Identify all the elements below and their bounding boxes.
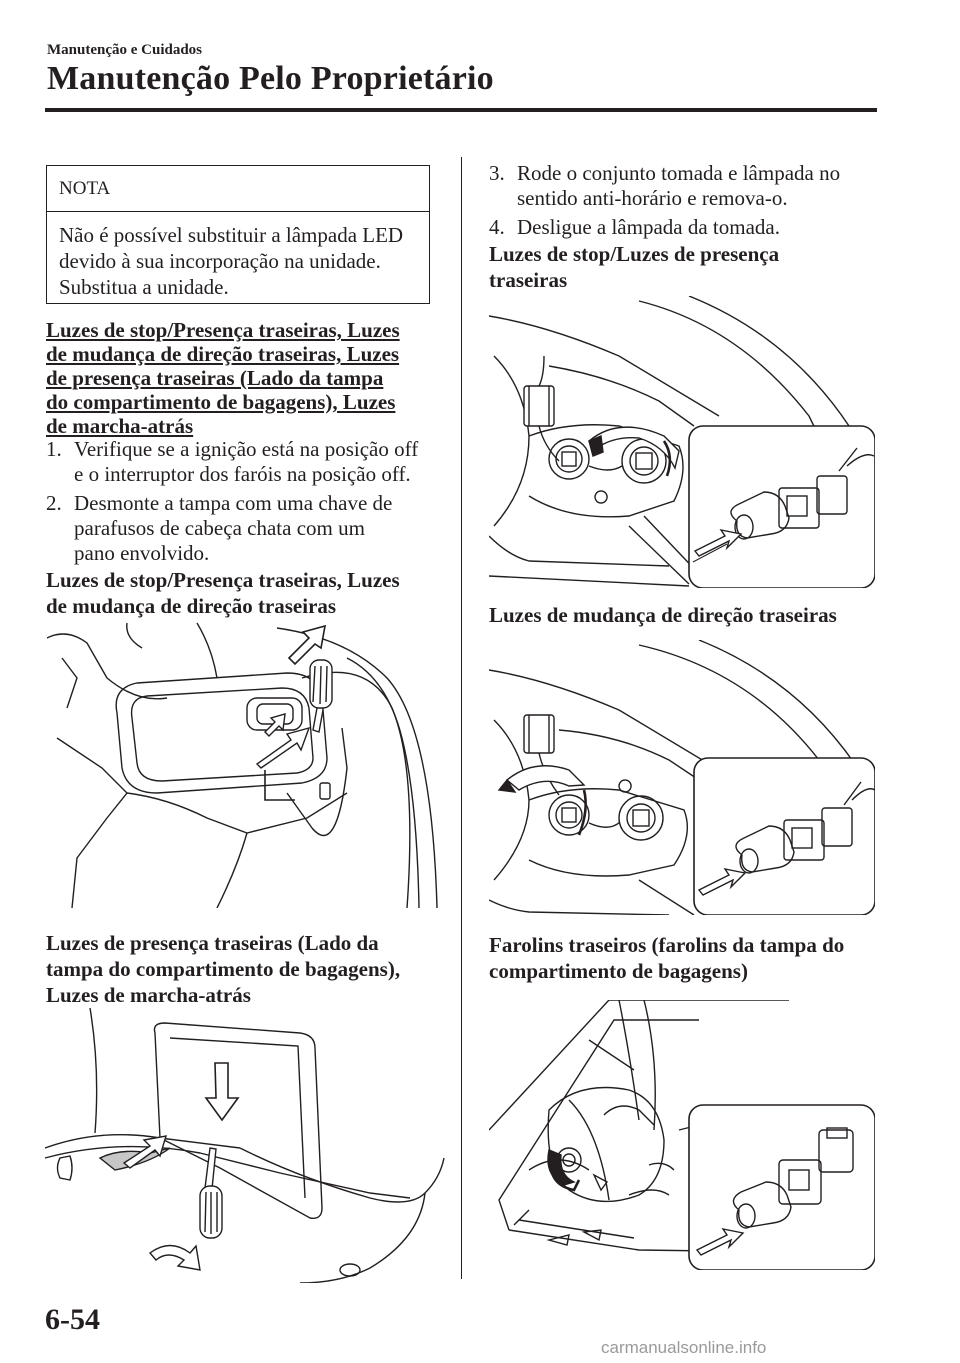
step-text: e o interruptor dos faróis na posição of…	[74, 462, 411, 486]
step-number: 1.	[46, 437, 62, 461]
subheading-line: Luzes de mudança de direção traseiras	[489, 603, 837, 627]
figure-lid-cover	[40, 1008, 445, 1283]
subheading-stop-position: Luzes de stop/Luzes de presença traseira…	[489, 241, 779, 293]
step-4: 4. Desligue a lâmpada da tomada.	[489, 215, 909, 240]
subheading-line: tampa do compartimento de bagagens),	[46, 957, 401, 981]
step-text: Verifique se a ignição está na posição o…	[74, 437, 419, 461]
main-heading-line: de presença traseiras (Lado da tampa	[46, 366, 384, 390]
step-text: sentido anti-horário e remova-o.	[517, 186, 788, 210]
subheading-line: de mudança de direção traseiras	[46, 594, 337, 618]
figure-trunk-lid-bulb	[489, 1000, 875, 1270]
step-1: 1. Verifique se a ignição está na posiçã…	[46, 437, 446, 487]
note-box: NOTA Não é possível substituir a lâmpada…	[46, 165, 430, 304]
subheading-stop-turn: Luzes de stop/Presença traseiras, Luzes …	[46, 567, 400, 619]
main-heading-line: de mudança de direção traseiras, Luzes	[46, 342, 400, 366]
section-label: Manutenção e Cuidados	[47, 42, 203, 58]
step-text: pano envolvido.	[74, 541, 210, 565]
step-text: Rode o conjunto tomada e lâmpada no	[517, 161, 841, 185]
page-number: 6-54	[45, 1303, 100, 1336]
note-text: Não é possível substituir a lâmpada LED …	[59, 223, 404, 299]
subheading-line: compartimento de bagagens)	[489, 959, 748, 983]
page-title: Manutenção Pelo Proprietário	[47, 60, 494, 97]
step-3: 3. Rode o conjunto tomada e lâmpada no s…	[489, 161, 909, 211]
main-heading-line: do compartimento de bagagens), Luzes	[46, 390, 396, 414]
note-label: NOTA	[59, 178, 111, 199]
title-rule	[45, 108, 877, 112]
step-text: parafusos de cabeça chata com um	[74, 516, 365, 540]
note-header: NOTA	[47, 166, 429, 212]
figure-turn-signal-bulb	[489, 640, 875, 915]
subheading-line: Luzes de marcha-atrás	[46, 983, 251, 1007]
subheading-line: Farolins traseiros (farolins da tampa do	[489, 933, 845, 957]
step-number: 2.	[46, 491, 62, 515]
step-text: Desligue a lâmpada da tomada.	[517, 215, 780, 239]
step-2: 2. Desmonte a tampa com uma chave de par…	[46, 491, 446, 566]
subheading-turn-signal: Luzes de mudança de direção traseiras	[489, 602, 837, 628]
step-number: 3.	[489, 161, 505, 185]
subheading-trunk-lid-reverse: Luzes de presença traseiras (Lado da tam…	[46, 930, 400, 1008]
main-heading-line: de marcha-atrás	[46, 414, 194, 438]
step-text: Desmonte a tampa com uma chave de	[74, 491, 393, 515]
column-divider	[461, 157, 462, 1279]
figure-stop-position-bulb	[489, 296, 875, 588]
subheading-line: Luzes de presença traseiras (Lado da	[46, 931, 379, 955]
subheading-line: Luzes de stop/Presença traseiras, Luzes	[46, 568, 400, 592]
subheading-trunk-lid-lamps: Farolins traseiros (farolins da tampa do…	[489, 932, 844, 984]
subheading-line: traseiras	[489, 268, 568, 292]
watermark-text: carmanualsonline.info	[601, 1338, 767, 1357]
main-heading: Luzes de stop/Presença traseiras, Luzes …	[46, 318, 400, 438]
step-number: 4.	[489, 215, 505, 239]
main-heading-line: Luzes de stop/Presença traseiras, Luzes	[46, 318, 400, 342]
figure-trunk-cover	[47, 618, 442, 908]
subheading-line: Luzes de stop/Luzes de presença	[489, 242, 780, 266]
